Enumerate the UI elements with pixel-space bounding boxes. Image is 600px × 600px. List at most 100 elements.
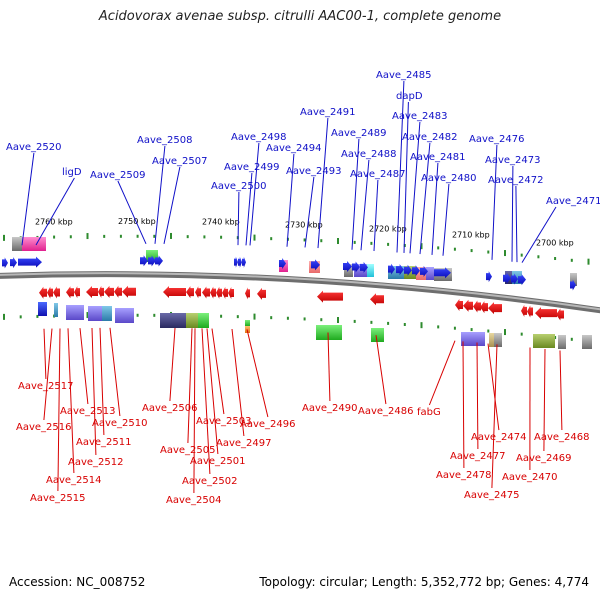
gene-label-aave_2473[interactable]: Aave_2473 xyxy=(485,155,541,166)
gene-label-aave_2496[interactable]: Aave_2496 xyxy=(240,419,296,430)
gene-label-aave_2483[interactable]: Aave_2483 xyxy=(392,111,448,122)
gene-label-aave_2504[interactable]: Aave_2504 xyxy=(166,495,222,506)
scale-tick xyxy=(487,329,490,333)
category-box xyxy=(582,335,592,349)
gene-label-aave_2493[interactable]: Aave_2493 xyxy=(286,166,342,177)
gene-label-aave_2501[interactable]: Aave_2501 xyxy=(190,456,246,467)
reverse-strand-genes xyxy=(39,285,564,321)
accession-label: Accession: NC_008752 xyxy=(9,575,146,589)
scale-tick xyxy=(537,255,540,259)
gene-label-aave_2514[interactable]: Aave_2514 xyxy=(46,475,102,486)
gene-label-aave_2517[interactable]: Aave_2517 xyxy=(18,381,74,392)
gene-label-aave_2488[interactable]: Aave_2488 xyxy=(341,149,397,160)
gene-label-aave_2486[interactable]: Aave_2486 xyxy=(358,406,414,417)
gene-label-aave_2498[interactable]: Aave_2498 xyxy=(231,132,287,143)
gene-label-aave_2507[interactable]: Aave_2507 xyxy=(152,156,208,167)
gene-label-aave_2482[interactable]: Aave_2482 xyxy=(402,132,458,143)
gene-label-aave_2499[interactable]: Aave_2499 xyxy=(224,162,280,173)
scale-tick xyxy=(320,239,323,243)
leader-line xyxy=(187,328,193,444)
category-box xyxy=(533,334,555,348)
leader-line xyxy=(286,153,295,247)
gene-label-aave_2489[interactable]: Aave_2489 xyxy=(331,128,387,139)
gene-label-aave_2508[interactable]: Aave_2508 xyxy=(137,135,193,146)
gene-label-aave_2477[interactable]: Aave_2477 xyxy=(450,451,506,462)
reverse-gene-arrow xyxy=(195,286,201,299)
gene-label-aave_2485[interactable]: Aave_2485 xyxy=(376,70,432,81)
category-box xyxy=(22,237,46,251)
scale-tick xyxy=(53,235,56,239)
reverse-gene-arrow xyxy=(47,286,53,299)
category-box xyxy=(38,302,47,316)
leader-line xyxy=(99,327,105,436)
category-box xyxy=(160,313,186,328)
gene-label-aave_2506[interactable]: Aave_2506 xyxy=(142,403,198,414)
forward-gene-arrow xyxy=(420,265,428,277)
gene-label-aave_2500[interactable]: Aave_2500 xyxy=(211,181,267,192)
reverse-gene-arrow xyxy=(463,299,473,312)
reverse-gene-arrow xyxy=(98,285,104,298)
leader-line xyxy=(57,328,61,492)
gene-label-aave_2513[interactable]: Aave_2513 xyxy=(60,406,116,417)
category-box xyxy=(102,306,112,321)
category-box xyxy=(494,333,502,347)
scale-tick xyxy=(470,249,473,253)
leader-line xyxy=(491,144,498,260)
leader-line xyxy=(476,342,479,450)
forward-gene-arrow xyxy=(279,258,286,270)
gene-label-aave_2520[interactable]: Aave_2520 xyxy=(6,142,62,153)
gene-label-aave_2478[interactable]: Aave_2478 xyxy=(436,470,492,481)
gene-label-aave_2469[interactable]: Aave_2469 xyxy=(516,453,572,464)
scale-label: 2730 kbp xyxy=(285,220,323,229)
gene-label-aave_2480[interactable]: Aave_2480 xyxy=(421,173,477,184)
gene-label-aave_2509[interactable]: Aave_2509 xyxy=(90,170,146,181)
gene-label-aave_2471[interactable]: Aave_2471 xyxy=(546,196,600,207)
scale-tick xyxy=(403,322,406,326)
gene-label-aave_2512[interactable]: Aave_2512 xyxy=(68,457,124,468)
scale-tick xyxy=(570,258,573,262)
gene-label-aave_2494[interactable]: Aave_2494 xyxy=(266,143,322,154)
gene-label-aave_2468[interactable]: Aave_2468 xyxy=(534,432,590,443)
gene-label-aave_2472[interactable]: Aave_2472 xyxy=(488,175,544,186)
scale-tick xyxy=(136,234,139,238)
scale-tick xyxy=(3,234,5,241)
category-box xyxy=(344,264,353,277)
leader-line xyxy=(360,159,370,251)
scale-tick xyxy=(103,234,106,238)
gene-label-aave_2515[interactable]: Aave_2515 xyxy=(30,493,86,504)
leader-line xyxy=(43,328,47,380)
scale-tick xyxy=(303,238,306,242)
reverse-gene-arrow xyxy=(488,302,502,315)
leader-line xyxy=(193,328,196,494)
gene-label-aave_2475[interactable]: Aave_2475 xyxy=(464,490,520,501)
scale-tick xyxy=(36,314,39,318)
forward-gene-arrow xyxy=(360,261,368,273)
gene-label-aave_2474[interactable]: Aave_2474 xyxy=(471,432,527,443)
reverse-gene-arrow xyxy=(202,286,210,299)
gene-label-aave_2490[interactable]: Aave_2490 xyxy=(302,403,358,414)
gene-label-aave_2497[interactable]: Aave_2497 xyxy=(216,438,272,449)
gene-label-aave_2516[interactable]: Aave_2516 xyxy=(16,422,72,433)
category-box xyxy=(367,264,374,277)
gene-label-ligd[interactable]: ligD xyxy=(62,167,82,178)
leader-line xyxy=(249,142,260,246)
gene-label-aave_2505[interactable]: Aave_2505 xyxy=(160,445,216,456)
scale-tick xyxy=(387,321,390,325)
leader-line xyxy=(231,328,245,437)
forward-gene-arrow xyxy=(311,259,320,271)
gene-label-aave_2503[interactable]: Aave_2503 xyxy=(196,416,252,427)
gene-label-aave_2470[interactable]: Aave_2470 xyxy=(502,472,558,483)
scale-tick xyxy=(420,322,423,329)
leader-line xyxy=(211,328,225,415)
gene-label-aave_2481[interactable]: Aave_2481 xyxy=(410,152,466,163)
gene-label-aave_2510[interactable]: Aave_2510 xyxy=(92,418,148,429)
gene-label-fabg[interactable]: fabG xyxy=(417,407,441,418)
gene-label-dapd[interactable]: dapD xyxy=(396,91,423,102)
gene-label-aave_2511[interactable]: Aave_2511 xyxy=(76,437,132,448)
gene-label-aave_2491[interactable]: Aave_2491 xyxy=(300,107,356,118)
gene-label-aave_2487[interactable]: Aave_2487 xyxy=(350,169,406,180)
reverse-gene-arrow xyxy=(122,285,136,298)
gene-label-aave_2502[interactable]: Aave_2502 xyxy=(182,476,238,487)
gene-label-aave_2476[interactable]: Aave_2476 xyxy=(469,134,525,145)
